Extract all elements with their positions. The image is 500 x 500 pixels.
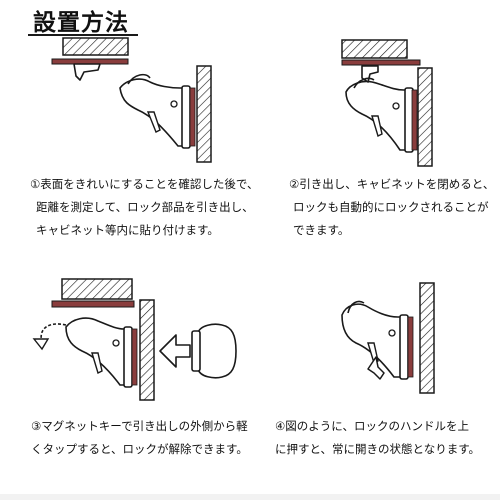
step-1-line-2: 距離を測定して、ロック部品を引き出し、 [36, 200, 254, 214]
step-2-line-2: ロックも自動的にロックされることが [293, 200, 489, 214]
step-4-caption: ④図のように、ロックのハンドルを上 に押すと、常に開きの状態となります。 [275, 415, 480, 461]
page-title: 設置方法 [33, 10, 129, 36]
step-3-line-1: ③マグネットキーで引き出しの外側から軽 [31, 419, 248, 433]
release-arrow-head-icon [32, 338, 50, 351]
footer-strip [0, 494, 500, 500]
lock-mount-strip [407, 316, 414, 378]
step-3-line-2: くタップすると、ロックが解除できます。 [31, 442, 248, 456]
lock-screw [170, 100, 178, 108]
catch-hook [73, 63, 101, 81]
cabinet-wall [419, 282, 435, 394]
lock-base [123, 326, 133, 388]
push-arrow-icon [159, 334, 191, 368]
magnet-key [197, 323, 237, 379]
lock-handle [91, 352, 103, 374]
step-4-line-1: ④図のように、ロックのハンドルを上 [275, 419, 469, 433]
step-1-caption: ①表面をきれいにすることを確認した後で、 距離を測定して、ロック部品を引き出し、… [30, 173, 258, 242]
step-3-illustration [0, 255, 250, 405]
lock-body [65, 317, 129, 386]
step-2-line-1: ②引き出し、キャビネットを閉めると、 [289, 177, 495, 191]
step-2-line-3: できます。 [293, 223, 350, 237]
release-arrow-icon [40, 323, 67, 344]
step-2-caption: ②引き出し、キャビネットを閉めると、 ロックも自動的にロックされることが できま… [289, 173, 494, 242]
lock-hook [347, 300, 365, 314]
lock-hook [127, 73, 151, 85]
lock-screw [112, 339, 120, 347]
shelf-board [61, 278, 133, 300]
lock-screw [392, 102, 400, 110]
magnet-strip [51, 300, 135, 308]
cabinet-wall [417, 67, 433, 167]
title-underline [28, 34, 138, 36]
magnet-key-cap [191, 330, 201, 372]
step-4-illustration [250, 255, 500, 405]
lock-mount-strip [131, 328, 138, 386]
cabinet-wall [139, 299, 155, 401]
step-3-caption: ③マグネットキーで引き出しの外側から軽 くタップすると、ロックが解除できます。 [31, 415, 248, 461]
lock-screw [388, 329, 396, 337]
step-4-line-2: に押すと、常に開きの状態となります。 [275, 442, 481, 456]
lock-handle [146, 111, 161, 133]
shelf-board [341, 39, 408, 59]
lock-base [181, 85, 191, 149]
cabinet-wall [196, 65, 212, 163]
step-1-line-3: キャビネット等内に貼り付けます。 [36, 223, 219, 237]
lock-mount-strip [189, 87, 196, 147]
shelf-board [62, 37, 129, 56]
lock-base [399, 314, 409, 380]
push-up-arrow-icon [367, 356, 385, 380]
lock-mount-strip [411, 89, 418, 151]
step-1-illustration [0, 0, 250, 170]
lock-handle [371, 115, 383, 137]
lock-hook [353, 77, 375, 89]
magnet-strip [341, 59, 421, 66]
step-1-line-1: ①表面をきれいにすることを確認した後で、 [30, 177, 259, 191]
step-2-illustration [250, 0, 500, 170]
